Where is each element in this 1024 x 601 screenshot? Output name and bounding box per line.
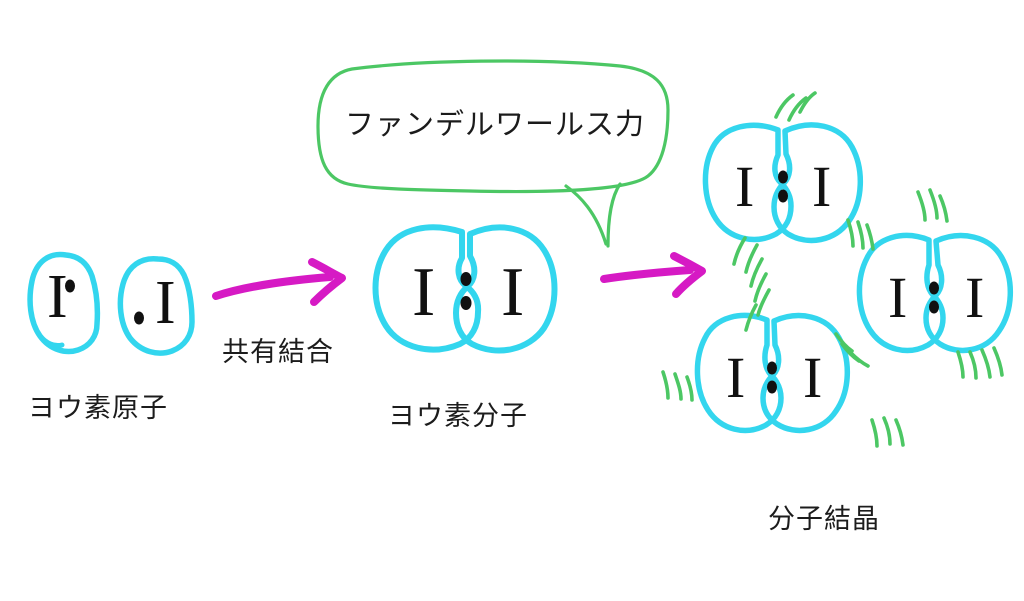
molecule-symbol-left: I	[412, 254, 436, 331]
iodine-molecule	[372, 224, 558, 354]
crystal-dot	[767, 361, 777, 375]
iodine-atom-2	[117, 256, 195, 356]
crystal-molecule-bottom-left	[694, 312, 851, 434]
crystal-dot	[778, 170, 788, 184]
iodine-atom-label: ヨウ素原子	[28, 393, 168, 424]
atom-1-symbol: I	[47, 263, 68, 331]
crystal-dot	[929, 300, 939, 314]
crystal-a-symbol-right: I	[812, 154, 832, 219]
molecular-crystal-label: 分子結晶	[768, 504, 880, 535]
electron-dot-atom-1	[65, 279, 75, 293]
crystal-b-symbol-left: I	[726, 345, 746, 410]
vdw-callout-bubble	[316, 59, 670, 248]
crystal-dot	[778, 189, 788, 203]
crystal-dot	[767, 380, 777, 394]
arrow-covalent-bond	[212, 258, 346, 306]
shared-electron-dot-lower	[460, 296, 472, 310]
crystal-c-symbol-left: I	[888, 265, 908, 330]
crystal-c-symbol-right: I	[965, 265, 985, 330]
crystal-a-symbol-left: I	[735, 154, 755, 219]
iodine-atom-1	[27, 251, 101, 355]
vdw-callout-label: ファンデルワールス力	[345, 107, 646, 141]
crystal-b-symbol-right: I	[803, 345, 823, 410]
electron-dot-atom-2	[134, 311, 144, 325]
shared-electron-dot-upper	[460, 272, 472, 286]
vdw-force-marks	[661, 91, 1004, 448]
arrow-to-crystal	[600, 252, 706, 298]
atom-2-symbol: I	[155, 269, 176, 337]
crystal-molecule-right	[856, 232, 1014, 354]
covalent-bond-label: 共有結合	[222, 337, 334, 368]
iodine-molecule-label: ヨウ素分子	[388, 401, 528, 432]
molecule-symbol-right: I	[501, 254, 525, 331]
crystal-molecule-top-left	[702, 122, 863, 244]
crystal-dot	[929, 281, 939, 295]
